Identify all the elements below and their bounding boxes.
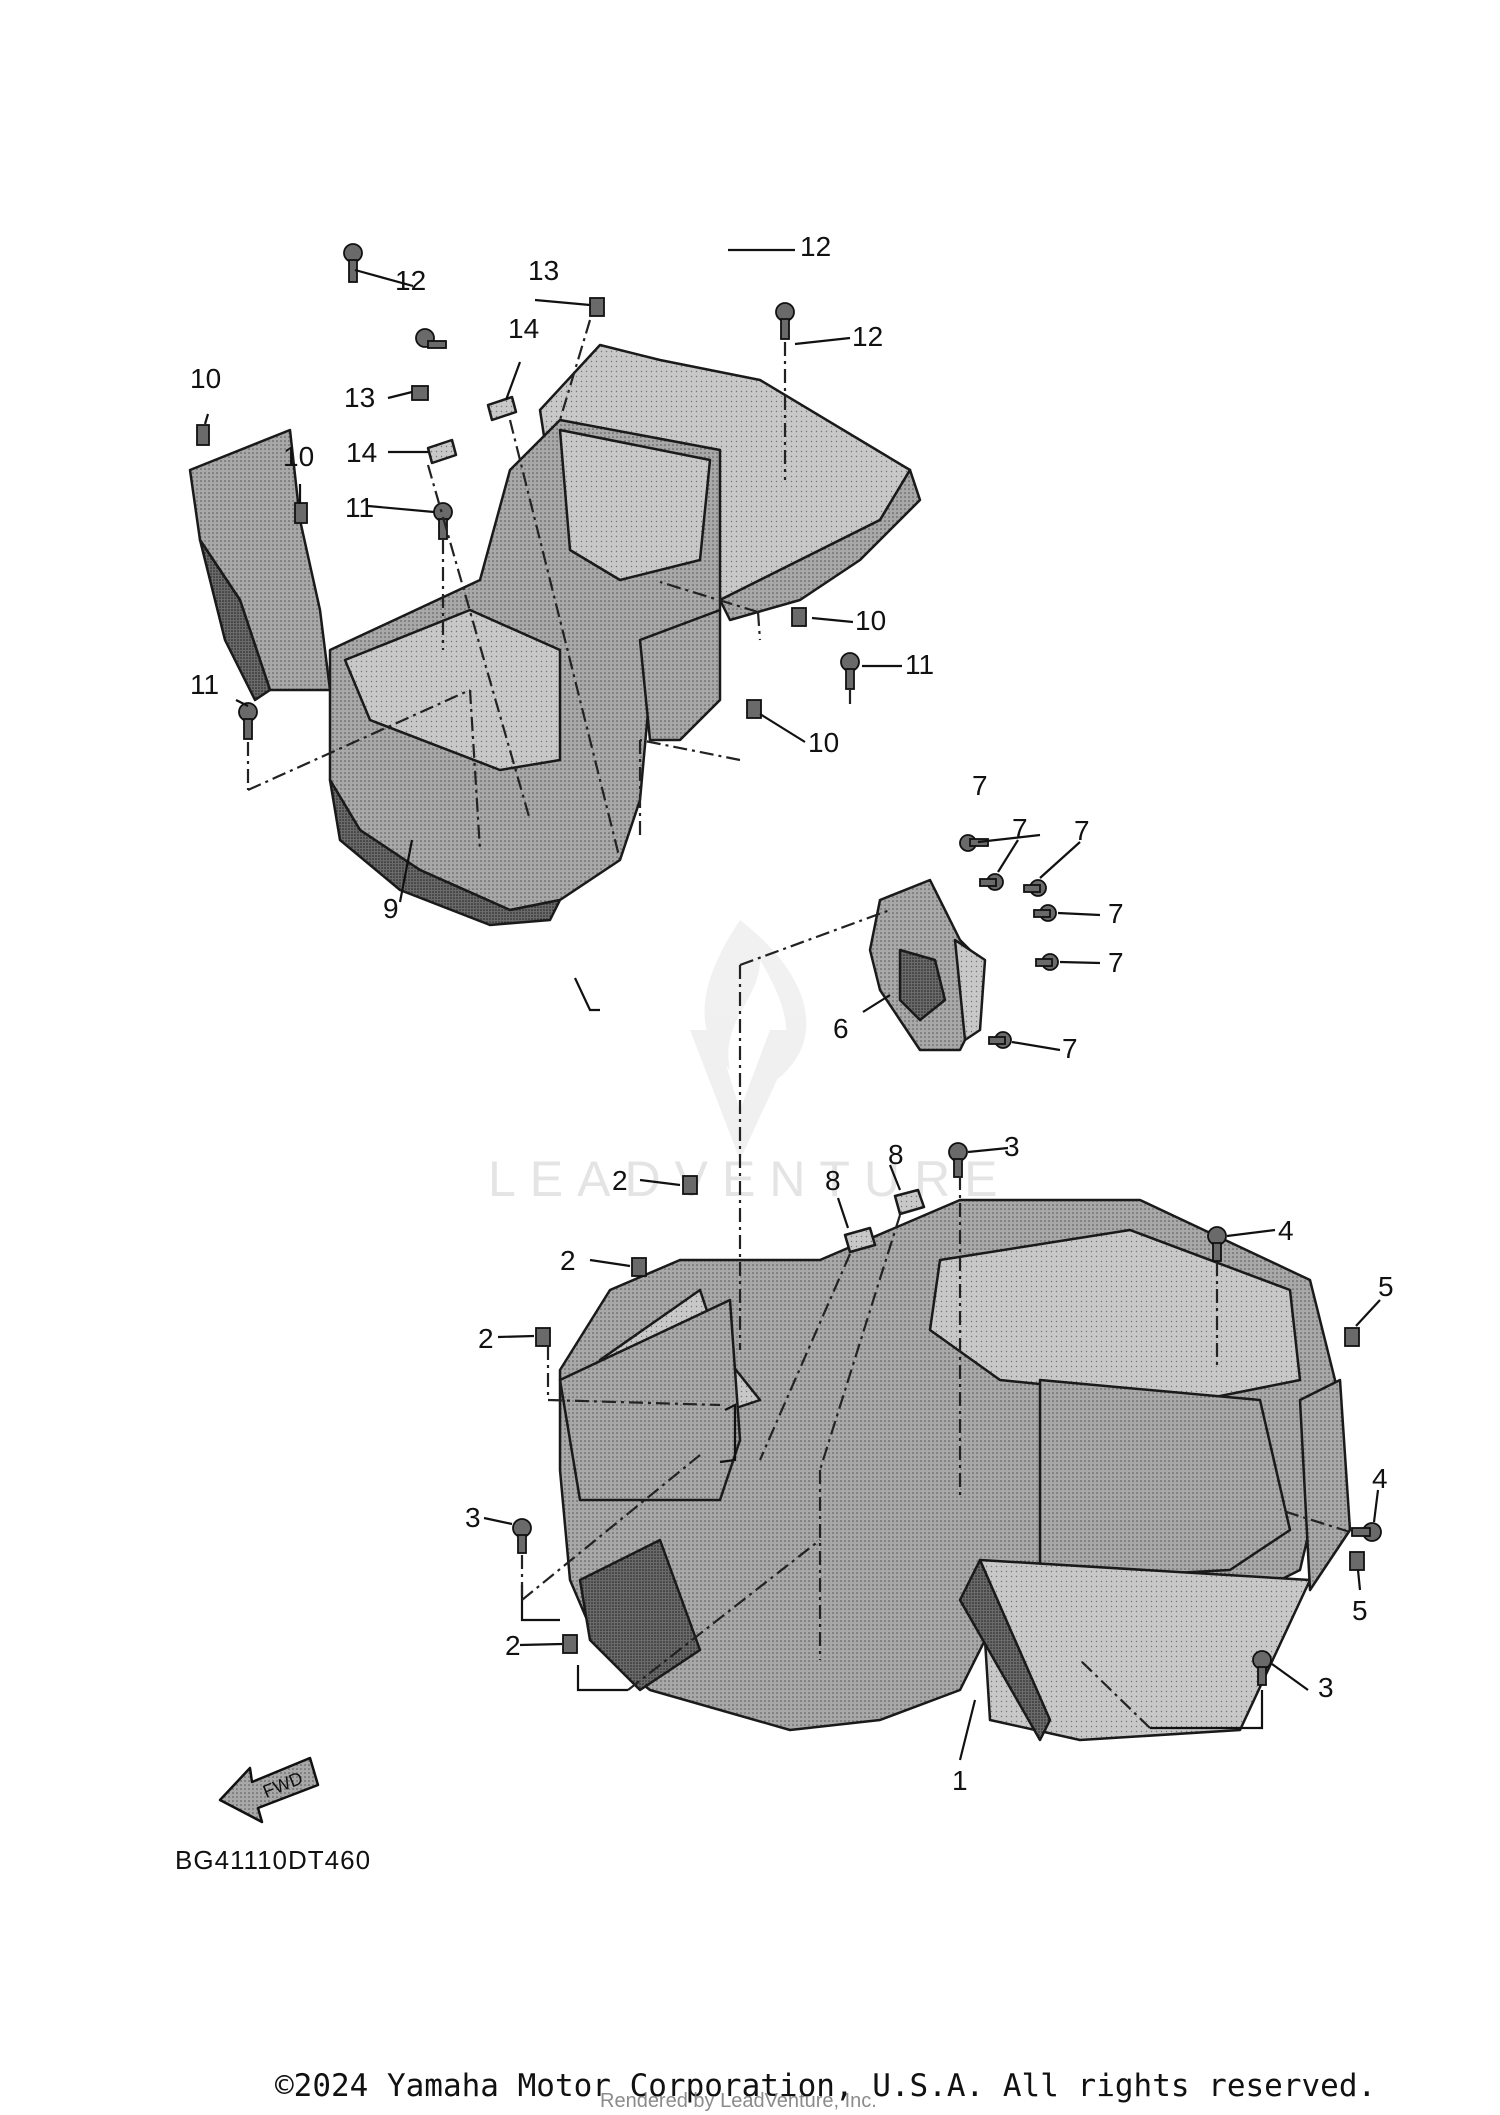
- callout-10-a: 10: [190, 363, 221, 394]
- callout-7-b: 7: [1012, 813, 1028, 844]
- bolt-icon: [512, 1518, 532, 1554]
- clip-icon: [196, 424, 210, 446]
- diagram-code: BG41110DT460: [175, 1845, 372, 1875]
- callout-10-c: 10: [855, 605, 886, 636]
- clip-icon: [535, 1327, 551, 1347]
- callout-9: 9: [383, 893, 399, 924]
- phantom-lines: [246, 319, 1351, 1729]
- clip-icon: [1349, 1551, 1365, 1571]
- clip-icon: [294, 502, 308, 524]
- rendered-by-text: Rendered by LeadVenture, Inc.: [600, 2090, 877, 2112]
- clip-icon: [589, 297, 605, 317]
- callout-2-c: 2: [478, 1323, 494, 1354]
- callouts: 10 10 11 11 12 13 14 13 14 12 12 10 11 1…: [190, 231, 1394, 1796]
- leader-lines: [203, 248, 1381, 1761]
- callout-7-f: 7: [1062, 1033, 1078, 1064]
- bolt-icon: [1207, 1226, 1227, 1262]
- callout-11-a: 11: [345, 492, 374, 523]
- callout-12-c: 12: [852, 321, 883, 352]
- callout-12-b: 12: [800, 231, 831, 262]
- callout-7-a: 7: [972, 770, 988, 801]
- bolt-icon: [1023, 879, 1047, 897]
- callout-2-b: 2: [560, 1245, 576, 1276]
- clip-icon: [746, 699, 762, 719]
- fwd-arrow-icon: FWD: [218, 1756, 320, 1824]
- bolt-icon: [948, 1142, 968, 1178]
- bolt-icon: [1351, 1522, 1382, 1542]
- fastener-icons: [196, 243, 1382, 1686]
- callout-3-b: 3: [465, 1502, 481, 1533]
- bolt-icon: [1035, 953, 1059, 971]
- clip-icon: [1344, 1327, 1360, 1347]
- clip-icon: [562, 1634, 578, 1654]
- part-9-under-seat-panel: [188, 343, 922, 927]
- callout-13-a: 13: [528, 255, 559, 286]
- callout-6: 6: [833, 1013, 849, 1044]
- callout-11-b: 11: [190, 669, 219, 700]
- clip-icon: [791, 607, 807, 627]
- callout-12-a: 12: [395, 265, 426, 296]
- callout-10-b: 10: [283, 441, 314, 472]
- callout-11-c: 11: [905, 649, 934, 680]
- callout-8-b: 8: [888, 1139, 904, 1170]
- callout-1: 1: [952, 1765, 968, 1796]
- clip-icon: [682, 1175, 698, 1195]
- bolt-icon: [415, 328, 447, 349]
- callout-14-b: 14: [346, 437, 377, 468]
- callout-14-a: 14: [508, 313, 539, 344]
- part-14-grommet-a: [426, 438, 458, 465]
- clip-icon: [411, 385, 429, 401]
- bolt-icon: [1033, 904, 1057, 922]
- part-1-floor-tub: [558, 1198, 1352, 1742]
- callout-4-b: 4: [1372, 1463, 1388, 1494]
- callout-3-a: 3: [1004, 1131, 1020, 1162]
- bolt-icon: [343, 243, 363, 283]
- copyright-notice: ©2024 Yamaha Motor Corporation, U.S.A. A…: [275, 2068, 1377, 2104]
- callout-5-a: 5: [1378, 1271, 1394, 1302]
- bolt-icon: [1252, 1650, 1272, 1686]
- callout-8-a: 8: [825, 1165, 841, 1196]
- clip-icon: [631, 1257, 647, 1277]
- callout-10-d: 10: [808, 727, 839, 758]
- callout-5-b: 5: [1352, 1595, 1368, 1626]
- bolt-icon: [840, 652, 860, 690]
- callout-13-b: 13: [344, 382, 375, 413]
- callout-2-d: 2: [505, 1630, 521, 1661]
- part-8-grommet-b: [893, 1188, 926, 1216]
- watermark-logo: [690, 920, 807, 1160]
- callout-4-a: 4: [1278, 1215, 1294, 1246]
- bolt-icon: [988, 1031, 1012, 1049]
- part-6-bracket: [868, 878, 987, 1052]
- callout-3-c: 3: [1318, 1672, 1334, 1703]
- callout-7-c: 7: [1074, 815, 1090, 846]
- bolt-icon: [433, 502, 453, 540]
- callout-7-e: 7: [1108, 947, 1124, 978]
- bolt-icon: [238, 702, 258, 740]
- callout-7-d: 7: [1108, 898, 1124, 929]
- bolt-icon: [959, 834, 989, 852]
- callout-2-a: 2: [612, 1165, 628, 1196]
- bolt-icon: [979, 873, 1004, 891]
- part-8-grommet-a: [843, 1226, 877, 1254]
- bolt-icon: [775, 302, 795, 340]
- part-14-grommet-b: [486, 395, 518, 422]
